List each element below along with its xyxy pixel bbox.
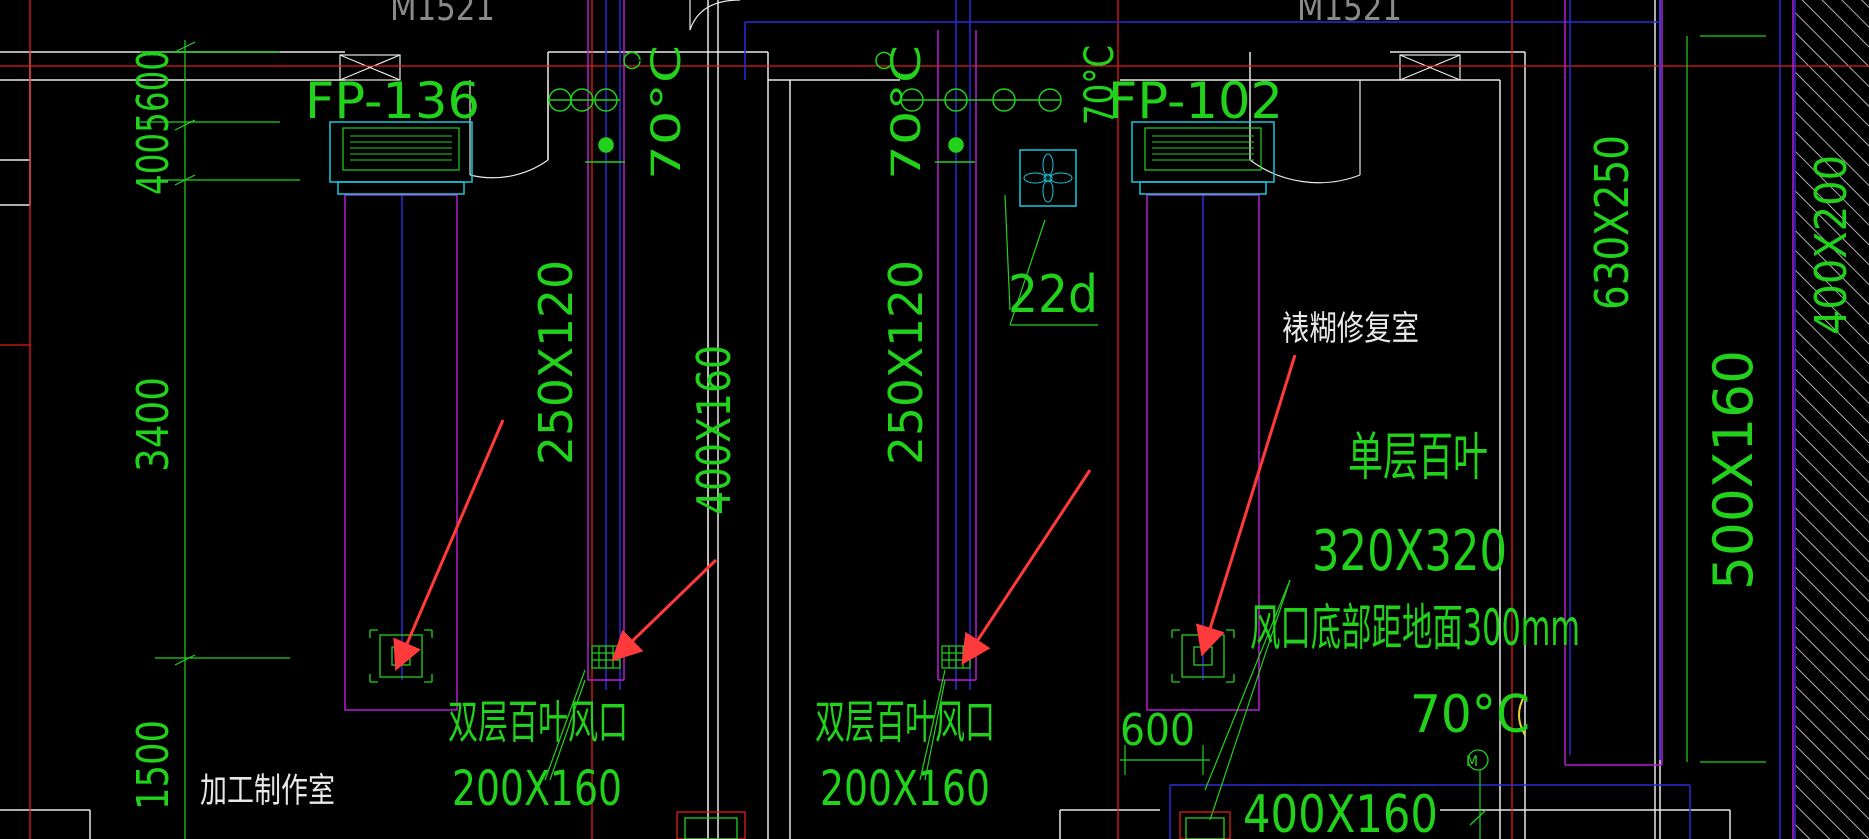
door-left bbox=[339, 54, 549, 179]
dim-4005600: 4005600 bbox=[128, 50, 179, 195]
text-labels: M1521 M1521 FP-136 FP-102 70°C 70°C 70°C… bbox=[128, 0, 1857, 839]
fcu-label-left: FP-136 bbox=[305, 72, 480, 130]
room-name-restoration: 裱糊修复室 bbox=[1282, 309, 1419, 349]
dimension-lines bbox=[140, 35, 1766, 839]
double-louver-label-b: 双层百叶风口 bbox=[815, 695, 995, 749]
size-200x160-a: 200X160 bbox=[452, 761, 622, 817]
double-louver-label-a: 双层百叶风口 bbox=[448, 695, 628, 749]
exhaust-fan-icon bbox=[1019, 149, 1077, 207]
temp-label-a: 70°C bbox=[644, 45, 690, 180]
dim-600: 600 bbox=[1120, 705, 1195, 756]
yellow-mark bbox=[1518, 694, 1526, 736]
door-label-left: M1521 bbox=[390, 0, 495, 29]
annotation-arrows bbox=[393, 354, 1297, 672]
temp-label-b: 70°C bbox=[884, 45, 930, 180]
label-22d: 22d bbox=[1008, 265, 1098, 325]
magenta-ducts bbox=[344, 0, 1794, 839]
dim-1500: 1500 bbox=[128, 720, 179, 810]
hatched-wall bbox=[1795, 0, 1869, 839]
fcu-label-right: FP-102 bbox=[1108, 72, 1283, 130]
duct-size-630x250: 630X250 bbox=[1585, 135, 1639, 310]
duct-size-500x160: 500X160 bbox=[1702, 350, 1765, 590]
duct-size-250x120-a: 250X120 bbox=[529, 260, 583, 465]
duct-size-250x120-b: 250X120 bbox=[879, 260, 933, 465]
top-fittings bbox=[548, 51, 1062, 163]
fcu-right bbox=[1131, 121, 1275, 195]
temp-label-bottom: 70°C bbox=[1410, 685, 1530, 745]
riser-lines bbox=[689, 0, 741, 839]
blue-ducts bbox=[401, 0, 1691, 839]
dim-3400: 3400 bbox=[128, 377, 179, 472]
duct-size-400x160-horizontal: 400X160 bbox=[1243, 785, 1438, 839]
fcu-left bbox=[329, 121, 473, 195]
size-200x160-b: 200X160 bbox=[820, 761, 990, 817]
vent-height-note: 风口底部距地面300mm bbox=[1250, 599, 1580, 657]
bottom-fittings bbox=[676, 749, 1489, 839]
duct-size-400x200: 400X200 bbox=[1806, 155, 1857, 335]
duct-size-400x160-vertical: 400X160 bbox=[687, 345, 741, 515]
size-320x320: 320X320 bbox=[1312, 519, 1507, 584]
room-name-workshop: 加工制作室 bbox=[200, 771, 335, 811]
single-louver-label: 单层百叶 bbox=[1348, 428, 1488, 488]
m-symbol: M bbox=[1466, 754, 1478, 770]
temp-label-c: 70°C bbox=[1077, 45, 1123, 125]
door-label-right: M1521 bbox=[1297, 0, 1402, 29]
